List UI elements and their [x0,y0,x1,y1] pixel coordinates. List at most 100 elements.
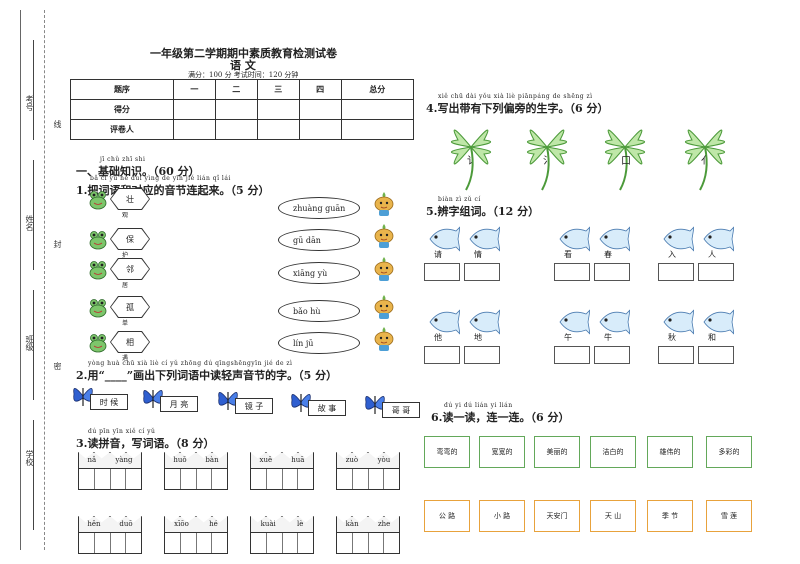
q6-title: 6.读一读，连一连。（6 分） [431,411,570,424]
clover-icon[interactable] [670,112,740,192]
th-total: 总分 [340,79,415,100]
syllable-oval[interactable]: bǎo hù [278,300,360,322]
q6-bottom-box[interactable]: 天 山 [590,500,636,532]
q2-word-box[interactable]: 月 亮 [160,396,198,412]
writing-grid[interactable] [164,532,228,554]
grader-cell[interactable] [256,119,300,140]
answer-box[interactable] [594,263,630,281]
syllable-oval[interactable]: zhuàng guān [278,197,360,219]
q6-top-box[interactable]: 美丽的 [534,436,580,468]
writing-grid[interactable] [336,532,400,554]
writing-grid[interactable] [336,468,400,490]
radical-label: 氵 [543,156,553,167]
grid-cell [181,469,197,489]
score-cell[interactable] [298,99,342,120]
side-rule [20,10,21,550]
writing-grid[interactable] [250,468,314,490]
score-cell[interactable] [214,99,258,120]
grid-cell [251,533,267,553]
table-row: 得分 [70,99,415,120]
q6-top-box[interactable]: 雄伟的 [647,436,693,468]
grader-cell[interactable] [298,119,342,140]
q6-bottom-box[interactable]: 天安门 [534,500,580,532]
crown-top [164,516,228,532]
word-hexagon[interactable]: 孤 [110,296,150,318]
seal-mi: 密 [53,362,62,370]
exam-subject: 语 文 [230,59,256,72]
fish-char: 牛 [604,333,612,342]
q2-word-box[interactable]: 时 候 [90,394,128,410]
fish-icon [660,308,695,340]
score-cell[interactable] [256,99,300,120]
q4-pinyin: xiě chū dài yǒu xià liè piānpáng de shēn… [438,93,593,100]
q6-bottom-box[interactable]: 公 路 [424,500,470,532]
syllable-oval[interactable]: lín jū [278,332,360,354]
writing-grid[interactable] [164,468,228,490]
grid-cell [79,533,95,553]
q4-title: 4.写出带有下列偏旁的生字。（6 分） [426,102,609,115]
answer-box[interactable] [464,263,500,281]
word-hexagon[interactable]: 保 [110,228,150,250]
frog-icon [88,260,108,284]
q1-pinyin: bǎ cí yǔ hé duì yìng de yīn jié lián qǐ … [90,175,231,182]
word-hexagon[interactable]: 邻 [110,258,150,280]
score-cell[interactable] [340,99,415,120]
q6-bottom-box[interactable]: 季 节 [647,500,693,532]
q6-top-box[interactable]: 宽宽的 [479,436,525,468]
grader-cell[interactable] [172,119,216,140]
grader-cell[interactable] [214,119,258,140]
clover-icon[interactable] [590,112,660,192]
blank-line-3 [33,290,34,400]
writing-grid[interactable] [78,532,142,554]
fish-char: 他 [434,333,442,342]
clover-icon[interactable] [512,112,582,192]
writing-grid[interactable] [78,468,142,490]
q2-word-box[interactable]: 故 事 [308,400,346,416]
mascot-icon [373,191,395,221]
frog-icon [88,298,108,322]
pinyin-a: xuě [259,456,273,464]
answer-box[interactable] [658,346,694,364]
grader-cell[interactable] [340,119,415,140]
answer-box[interactable] [464,346,500,364]
fish-char: 情 [474,250,482,259]
grid-cell [111,533,127,553]
word-bottom-char: 遇 [122,355,129,362]
q6-bottom-box[interactable]: 雪 莲 [706,500,752,532]
score-cell[interactable] [172,99,216,120]
radical-label: 口 [621,156,631,167]
answer-box[interactable] [554,263,590,281]
q6-top-box[interactable]: 多彩的 [706,436,752,468]
mascot-icon [373,223,395,253]
writing-grid[interactable] [250,532,314,554]
grid-cell [95,533,111,553]
clover-icon[interactable] [436,112,506,192]
pinyin-a: huǒ [173,456,187,464]
word-hexagon[interactable]: 壮 [110,188,150,210]
q6-top-box[interactable]: 洁白的 [590,436,636,468]
answer-box[interactable] [698,263,734,281]
syllable-oval[interactable]: gū dān [278,229,360,251]
pinyin-a: kàn [345,520,359,528]
syllable-oval[interactable]: xiāng yù [278,262,360,284]
radical-label: 讠 [467,156,477,167]
exam-info: 满分：100 分 考试时间：120 分钟 [188,71,299,79]
answer-box[interactable] [594,346,630,364]
q6-bottom-box[interactable]: 小 路 [479,500,525,532]
q2-word-box[interactable]: 镜 子 [235,398,273,414]
answer-box[interactable] [554,346,590,364]
q6-top-box[interactable]: 弯弯的 [424,436,470,468]
answer-box[interactable] [424,263,460,281]
grid-cell [165,469,181,489]
answer-box[interactable] [424,346,460,364]
fish-char: 看 [564,250,572,259]
answer-box[interactable] [658,263,694,281]
answer-box[interactable] [698,346,734,364]
word-hexagon[interactable]: 相 [110,331,150,353]
q2-word-box[interactable]: 哥 哥 [382,402,420,418]
q6-pinyin: dú yi dú lián yi lián [444,402,513,409]
